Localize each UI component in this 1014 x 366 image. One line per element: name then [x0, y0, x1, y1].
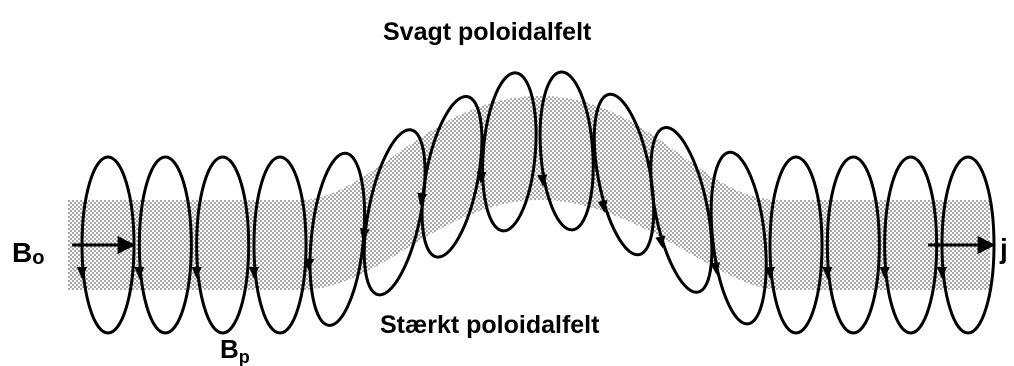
bp-label-main: B [220, 334, 239, 364]
b0-label: Bo [12, 237, 44, 269]
weak-poloidal-field-label: Svagt poloidalfelt [383, 18, 592, 46]
b0-label-sub: o [32, 247, 44, 269]
bp-label-sub: p [239, 347, 250, 366]
current-j-label: j [999, 233, 1008, 264]
bp-label: Bp [220, 334, 250, 366]
strong-poloidal-field-label: Stærkt poloidalfelt [380, 311, 600, 339]
b0-label-main: B [12, 237, 32, 268]
